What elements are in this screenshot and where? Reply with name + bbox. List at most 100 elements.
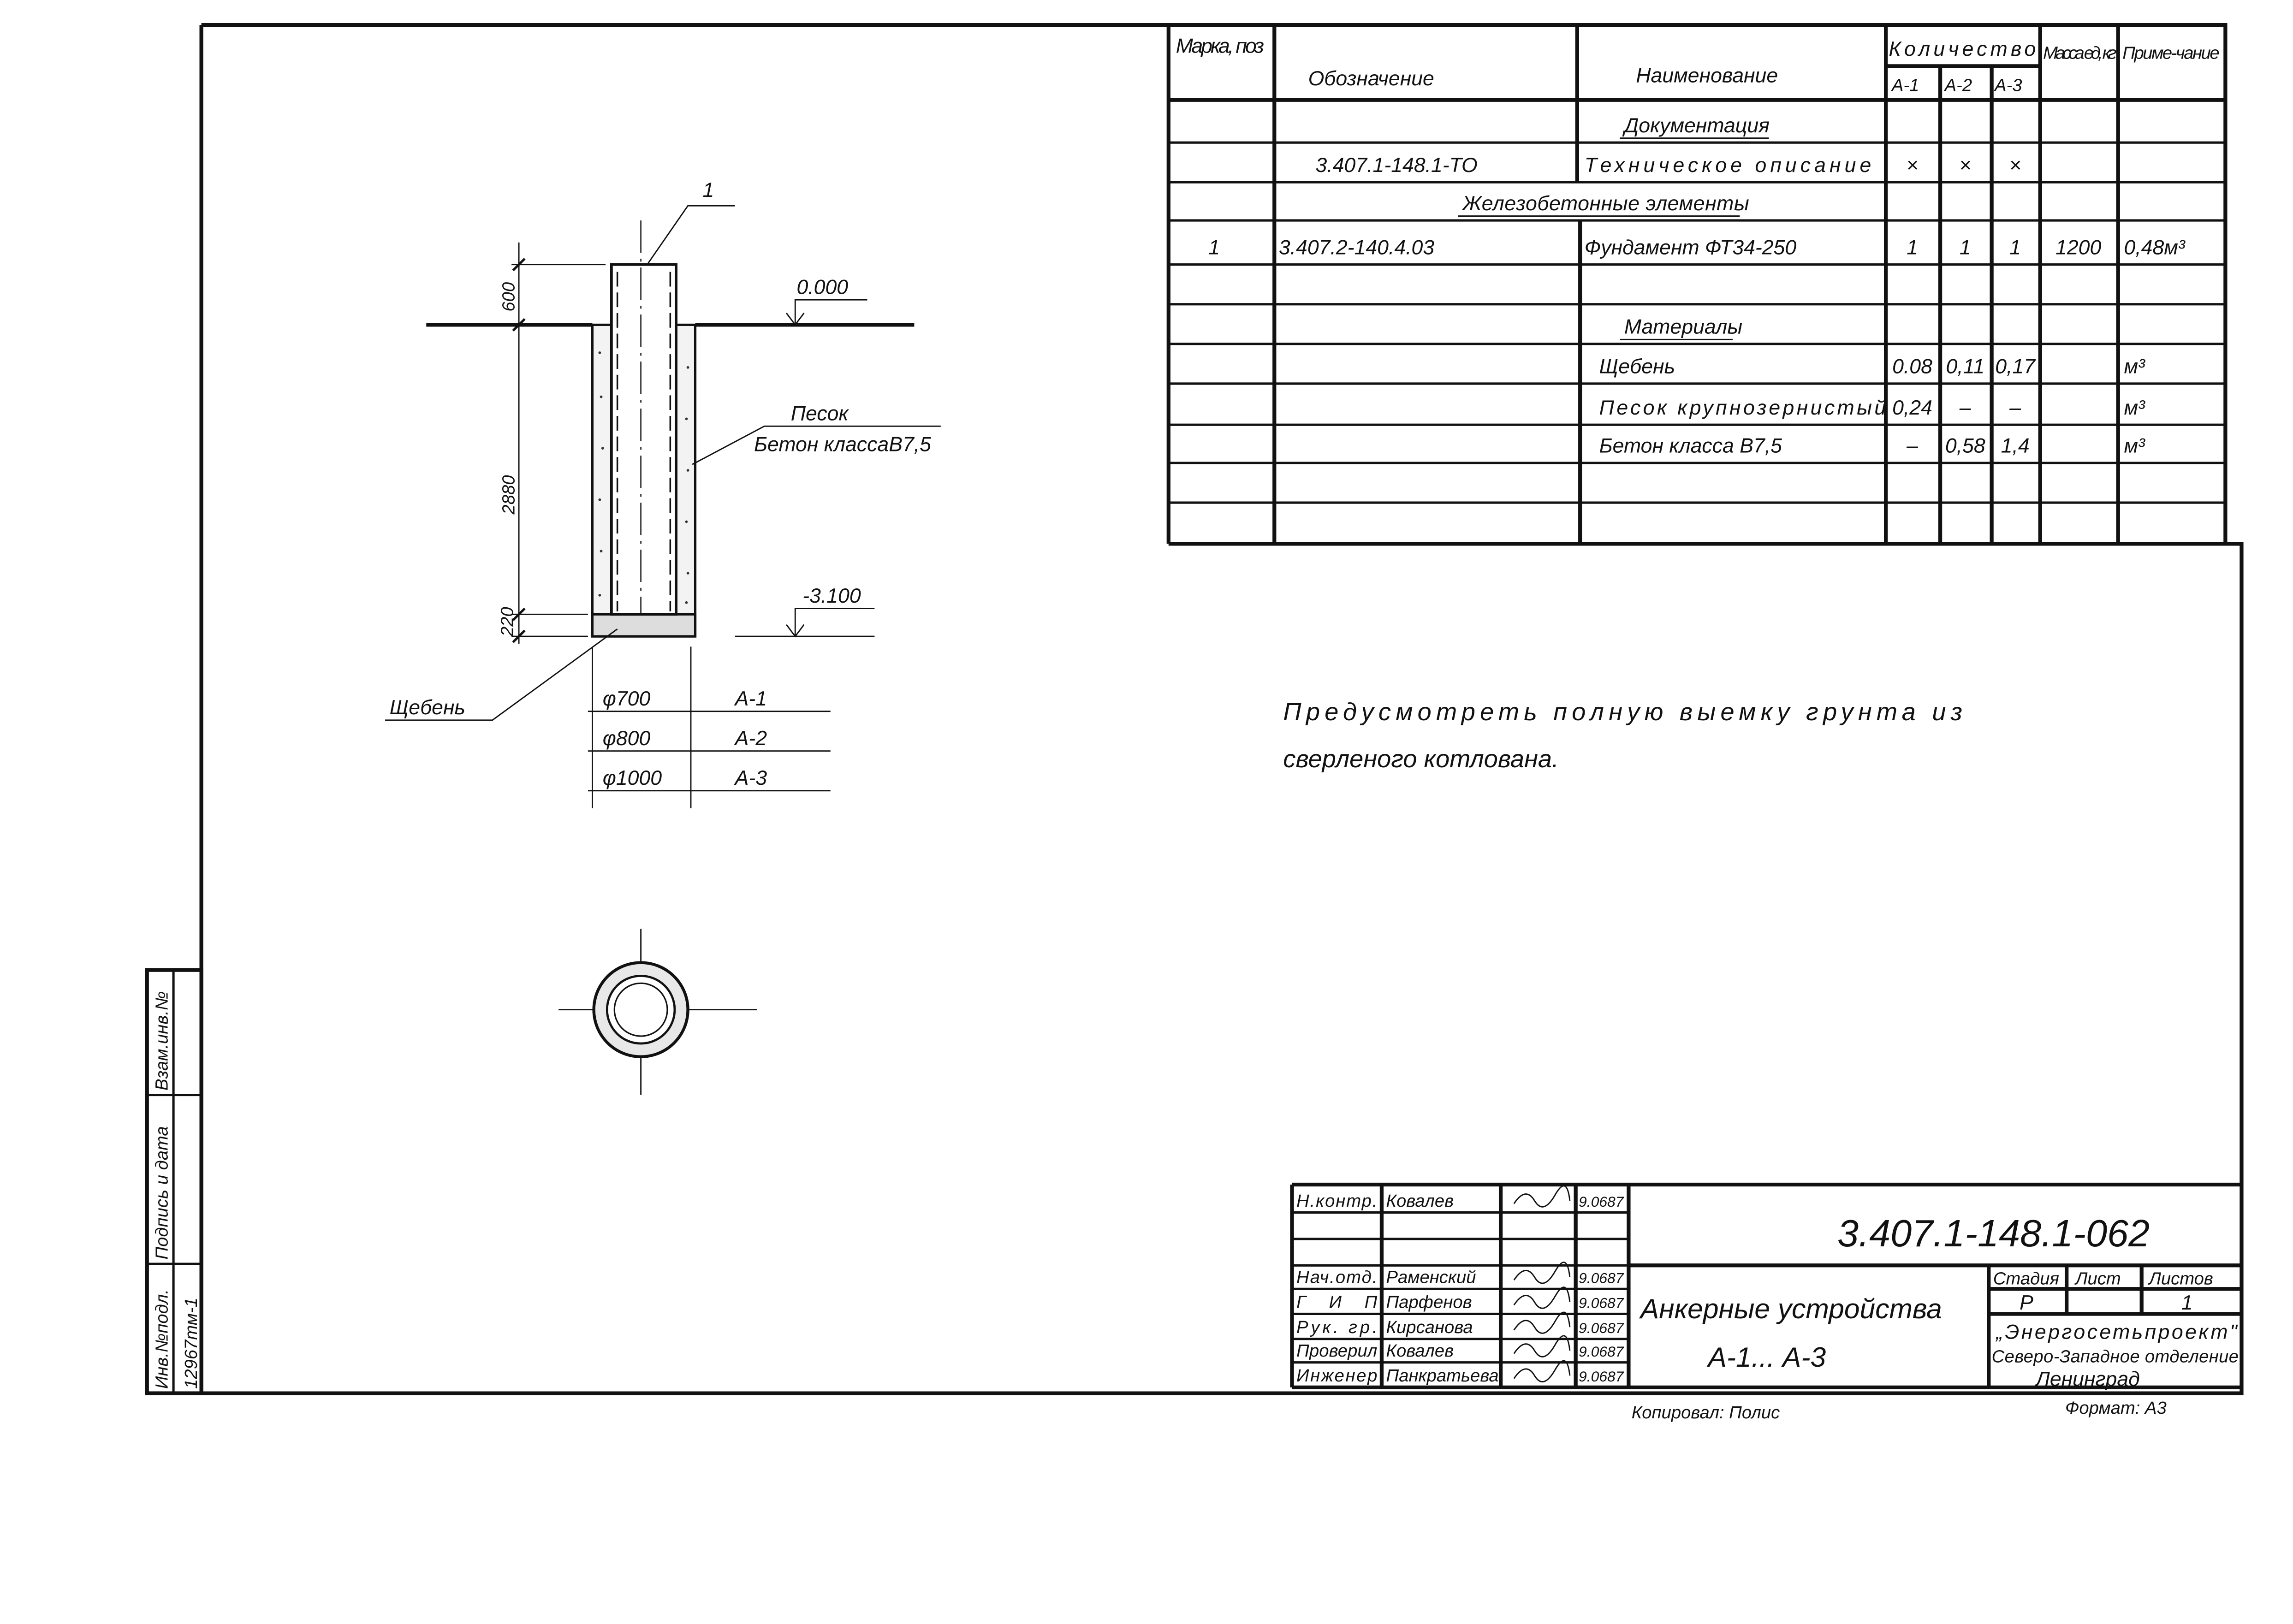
signer-row: Проверил Ковалев 9.0687 [1296, 1335, 1624, 1361]
cell-mass: 1200 [2055, 236, 2101, 259]
header-q3: А-3 [1994, 76, 2022, 95]
cell-note: м³ [2124, 397, 2145, 419]
org-line-1: „Энергосетьпроект" [1995, 1321, 2238, 1344]
signature-icon [1513, 1185, 1571, 1208]
dim-600: 600 [499, 282, 519, 312]
cell-q2: 1 [1960, 236, 1971, 259]
spec-row: Документация [1620, 114, 1770, 139]
cell-q1: 0.08 [1892, 356, 1932, 378]
side-stamp: Инв.№подл. 12967тм-1 Подпись и дата Взам… [145, 968, 203, 1395]
cell-name: Материалы [1624, 316, 1742, 338]
document-code: 3.407.1-148.1-062 [1837, 1212, 2150, 1255]
cell-q1: 1 [1907, 236, 1918, 259]
signature-icon [1513, 1311, 1571, 1334]
variant-diameter-2: φ800 [603, 727, 651, 750]
copied-by: Копировал: Полис [1632, 1403, 1780, 1422]
cell-q3: 1 [2009, 236, 2021, 259]
header-mark: Марка, поз [1176, 35, 1264, 58]
signer-role: Нач.отд. [1296, 1268, 1377, 1287]
variant-diameter-1: φ700 [603, 688, 651, 710]
signer-row: Нач.отд. Раменский 9.0687 [1296, 1262, 1624, 1287]
signer-date: 9.0687 [1579, 1193, 1624, 1210]
variant-type-2: А-2 [734, 727, 767, 750]
signer-name: Парфенов [1386, 1292, 1472, 1312]
cell-note: м³ [2124, 356, 2145, 378]
cell-name: Бетон класса В7,5 [1599, 435, 1782, 457]
sheets-label: Листов [2148, 1269, 2213, 1289]
cell-q3: 1,4 [2001, 435, 2030, 457]
dim-2880: 2880 [499, 475, 519, 515]
signature-icon [1513, 1360, 1571, 1382]
cell-q3: × [2009, 154, 2021, 177]
variant-type-1: А-1 [734, 688, 767, 710]
inv-original-label: Инв.№подл. [152, 1289, 172, 1389]
label-sand: Песок [791, 403, 849, 425]
header-name: Наименование [1636, 64, 1778, 87]
replace-inv-label: Взам.инв.№ [152, 991, 172, 1091]
cell-name: Железобетонные элементы [1461, 192, 1749, 215]
signer-name: Кирсанова [1386, 1317, 1473, 1337]
cell-designation: 3.407.2-140.4.03 [1279, 236, 1435, 259]
level-bottom: -3.100 [802, 585, 861, 607]
pile [610, 263, 677, 616]
cell-note: 0,48м³ [2124, 236, 2185, 259]
header-mass: Масса ед, кг [2043, 43, 2116, 63]
variant-type-3: А-3 [734, 767, 767, 789]
signer-role: Инженер [1296, 1366, 1377, 1386]
cell-q2: – [1959, 397, 1972, 419]
dim-220: 220 [497, 607, 517, 637]
signature-icon [1513, 1335, 1571, 1357]
pile-plan-view [558, 929, 757, 1095]
cell-designation: 3.407.1-148.1-ТО [1316, 154, 1478, 177]
pile-elevation-drawing: 1 600 2880 220 0.000 -3.100 Песок Бетон … [385, 179, 941, 809]
title-line-2: А-1... А-3 [1707, 1341, 1826, 1373]
signer-date: 9.0687 [1579, 1295, 1624, 1311]
org-line-3: Ленинград [2034, 1368, 2140, 1391]
header-q2: А-2 [1944, 76, 1972, 95]
label-gravel: Щебень [390, 696, 465, 719]
variant-diameter-3: φ1000 [603, 767, 662, 789]
cell-q1: 0,24 [1892, 397, 1932, 419]
title-line-1: Анкерные устройства [1639, 1293, 1942, 1324]
header-designation: Обозначение [1308, 67, 1434, 90]
level-top: 0.000 [796, 276, 848, 298]
cell-name: Щебень [1599, 356, 1675, 378]
signer-name: Панкратьева [1386, 1366, 1499, 1386]
inv-original-value: 12967тм-1 [181, 1298, 201, 1389]
cell-q2: 0,58 [1945, 435, 1985, 457]
signer-role: Н.контр. [1296, 1191, 1377, 1211]
spec-row: Железобетонные элементы [1458, 192, 1749, 217]
stage-value: Р [2020, 1292, 2033, 1314]
note-line-2: сверленого котлована. [1283, 745, 1559, 773]
cell-name: Документация [1622, 114, 1770, 137]
signer-name: Раменский [1386, 1268, 1476, 1287]
signer-date: 9.0687 [1579, 1343, 1624, 1360]
signature-icon [1513, 1262, 1571, 1284]
label-concrete: Бетон классаВ7,5 [754, 433, 931, 456]
signer-role: Проверил [1296, 1341, 1377, 1361]
gravel-bed [591, 613, 697, 638]
position-label: 1 [702, 179, 714, 202]
cell-q1: × [1906, 154, 1918, 177]
cell-mark: 1 [1208, 236, 1220, 259]
header-note: Приме-чание [2122, 43, 2219, 63]
sheet-label: Лист [2074, 1269, 2121, 1289]
signer-row: Инженер Панкратьева 9.0687 [1296, 1360, 1624, 1386]
sheets-value: 1 [2181, 1292, 2193, 1314]
stage-label: Стадия [1993, 1269, 2059, 1289]
org-line-2: Северо-Западное отделение [1992, 1347, 2239, 1367]
signer-date: 9.0687 [1579, 1270, 1624, 1286]
cell-q2: × [1959, 154, 1971, 177]
signer-name: Ковалев [1386, 1341, 1454, 1361]
signer-date: 9.0687 [1579, 1368, 1624, 1385]
format-label: Формат: А3 [2065, 1398, 2167, 1418]
signature-date-label: Подпись и дата [152, 1126, 172, 1259]
header-q1: А-1 [1891, 76, 1919, 95]
cell-note: м³ [2124, 435, 2145, 457]
